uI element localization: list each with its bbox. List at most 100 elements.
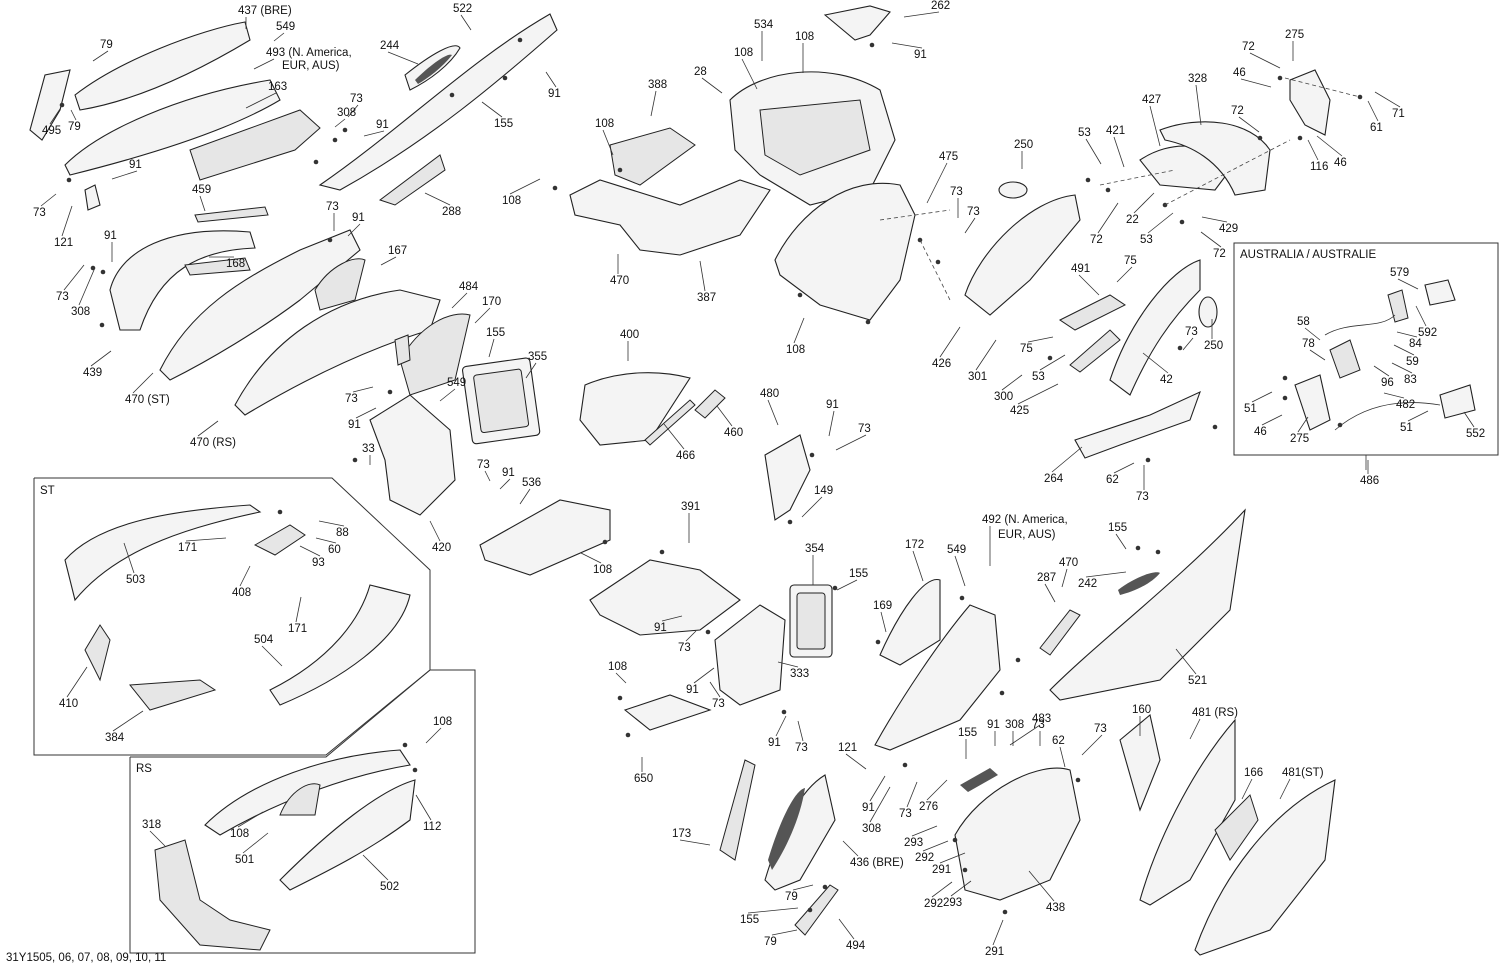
callout-number: 275: [1285, 29, 1304, 41]
callout: 250: [1204, 319, 1223, 352]
callout-leader-line: [747, 907, 799, 914]
parts-layer: [29, 5, 1476, 956]
callout: 169: [873, 600, 892, 633]
callout: 262: [903, 0, 950, 18]
callout: 91: [104, 230, 117, 262]
callout-leader-line: [1463, 411, 1475, 428]
callout-leader-line: [1115, 533, 1127, 550]
callout-leader-line: [869, 786, 891, 823]
callout: 167: [380, 245, 407, 266]
callout-leader-line: [1383, 392, 1405, 399]
callout: 73: [835, 423, 871, 451]
callout-leader-line: [1061, 568, 1068, 588]
callout: 108: [734, 47, 758, 90]
callout-number: 166: [1244, 767, 1263, 779]
callout-number: 108: [608, 661, 627, 673]
callout-number: 73: [712, 698, 725, 710]
callout-number: 91: [376, 119, 389, 131]
callout-leader-line: [429, 520, 441, 542]
callout-leader-line: [1407, 410, 1429, 422]
callout: 549: [947, 544, 966, 587]
callout-leader-line: [693, 667, 715, 684]
callout-number: 482: [1396, 399, 1415, 411]
callout-number: 459: [192, 184, 211, 196]
callout: 62: [1106, 462, 1135, 486]
callout-leader-line: [699, 260, 706, 292]
callout-number: 108: [786, 344, 805, 356]
callout-leader-line: [363, 130, 385, 137]
callout-leader-line: [767, 399, 779, 426]
callout: 46: [1316, 135, 1347, 169]
callout-number: 72: [1213, 248, 1226, 260]
callout-leader-line: [1147, 212, 1174, 234]
callout-leader-line: [939, 852, 966, 864]
callout: 549: [273, 21, 295, 42]
callout-leader-line: [315, 537, 337, 544]
callout-leader-line: [939, 326, 961, 358]
inset-australia-label: AUSTRALIA / AUSTRALIE: [1240, 249, 1376, 261]
callout: 53: [1078, 127, 1102, 165]
callout-leader-line: [801, 496, 823, 518]
callout-number: 73: [1185, 326, 1198, 338]
callout: 333: [777, 661, 809, 680]
callout-leader-line: [123, 542, 135, 574]
callout-leader-line: [481, 101, 503, 118]
callout-number: 73: [678, 642, 691, 654]
callout: 73: [1136, 465, 1149, 503]
callout: 170: [474, 296, 501, 324]
callout-leader-line: [842, 840, 859, 857]
callout: 91: [111, 159, 142, 180]
callout: 171: [178, 537, 227, 554]
callout: 410: [59, 666, 88, 710]
callout-number: 426: [932, 358, 951, 370]
callout: 244: [380, 40, 419, 65]
callout-leader-line: [355, 407, 377, 419]
callout: 91: [545, 71, 561, 100]
callout: 75: [1020, 336, 1054, 355]
callout-number: 108: [795, 31, 814, 43]
callout: 91: [826, 399, 839, 437]
callout: 549: [439, 377, 466, 402]
callout: 287: [1037, 572, 1056, 603]
callout-leader-line: [525, 362, 537, 379]
callout: 22: [1126, 192, 1155, 226]
inset-australia-box: AUSTRALIA / AUSTRALIE: [1233, 242, 1499, 470]
callout: 391: [681, 501, 700, 543]
callout-leader-line: [1189, 718, 1201, 740]
callout-leader-line: [650, 90, 657, 117]
callout: 116: [1307, 139, 1328, 173]
callout-number: 73: [33, 207, 46, 219]
inset-rs-label: RS: [136, 763, 152, 775]
callout: 73: [678, 630, 697, 654]
callout: 650: [634, 757, 653, 785]
callout-leader-line: [926, 779, 948, 801]
callout-number: 91: [862, 802, 875, 814]
callout: 91: [654, 615, 683, 634]
callout: EUR, AUS): [282, 60, 340, 72]
callout-number: 72: [1090, 234, 1103, 246]
callout: 73: [326, 201, 339, 231]
callout-number: 480: [760, 388, 779, 400]
callout-leader-line: [1182, 337, 1194, 351]
callout-leader-line: [92, 50, 109, 62]
callout: 504: [254, 634, 283, 667]
callout-leader-line: [1309, 349, 1326, 361]
callout-number: 121: [54, 237, 73, 249]
callout: 481(ST): [1279, 767, 1324, 800]
callout-leader-line: [78, 269, 95, 306]
callout-leader-line: [239, 565, 251, 587]
callout: 71: [1374, 91, 1405, 120]
callout-leader-line: [685, 630, 697, 642]
callout: 466: [663, 423, 695, 462]
callout-leader-line: [1201, 216, 1228, 223]
callout-leader-line: [380, 256, 397, 266]
callout-leader-line: [1133, 192, 1155, 214]
callout: 91: [347, 212, 365, 237]
callout-number: 91: [686, 684, 699, 696]
callout: 73: [709, 681, 725, 710]
callout-leader-line: [1261, 414, 1283, 426]
callout-leader-line: [926, 162, 948, 204]
callout: 160: [1132, 704, 1151, 736]
callout-number: 91: [826, 399, 839, 411]
callout-leader-line: [1251, 391, 1273, 403]
